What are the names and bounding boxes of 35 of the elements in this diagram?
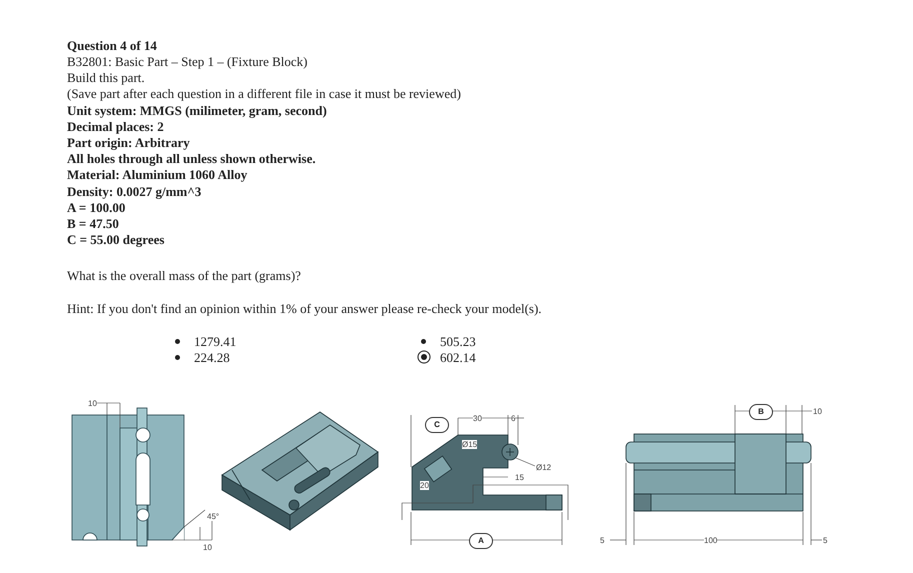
dimension-text: 30	[473, 414, 482, 423]
hint-text: Hint: If you don't find an opinion within 1% of your answer please re-check your model(s).	[67, 301, 542, 316]
instruction-text: B32801: Basic Part – Step 1 – (Fixture Block)	[67, 54, 308, 69]
instruction-text: C = 55.00 degrees	[67, 232, 164, 248]
instruction-text: Density: 0.0027 g/mm^3	[67, 184, 202, 199]
dimension-text: Ø15	[462, 440, 478, 449]
instruction-text: Build this part.	[67, 70, 145, 86]
instruction-text: Material: Aluminium 1060 Alloy	[67, 167, 248, 182]
instruction-text: Decimal places: 2	[67, 118, 164, 134]
instruction-text: All holes through all unless shown otherwise.	[67, 151, 316, 166]
answer-option: 224.28	[194, 350, 230, 365]
instruction-text: (Save part after each question in a different file in case it must be reviewed)	[67, 86, 461, 102]
dimension-text: 20	[420, 481, 429, 490]
instruction-text: Part origin: Arbitrary	[67, 135, 190, 150]
answer-option: 505.23	[440, 334, 476, 349]
dimension-text: 5	[600, 536, 604, 545]
question-text: What is the overall mass of the part (grams)?	[67, 268, 301, 283]
dimension-text: 100	[704, 536, 718, 545]
answer-option: 1279.41	[194, 334, 236, 349]
dimension-balloon: B	[749, 404, 773, 420]
dimension-text: 10	[203, 543, 212, 552]
instruction-text: A = 100.00	[67, 200, 126, 215]
dimension-balloon: C	[425, 417, 449, 433]
dimension-text: 15	[515, 473, 524, 482]
dimension-text: 6	[511, 414, 516, 423]
dimension-text: 5	[823, 536, 828, 545]
answer-option: 602.14	[440, 350, 476, 365]
dimension-text: 10	[813, 407, 822, 416]
dimension-balloon: A	[469, 533, 493, 549]
dimension-text: 45°	[207, 512, 220, 521]
instruction-text: B = 47.50	[67, 216, 119, 231]
dimension-text: 10	[88, 399, 97, 408]
dimension-text: Ø12	[536, 463, 552, 472]
instruction-text: Unit system: MMGS (milimeter, gram, second)	[67, 102, 327, 118]
question-heading: Question 4 of 14	[67, 38, 157, 53]
